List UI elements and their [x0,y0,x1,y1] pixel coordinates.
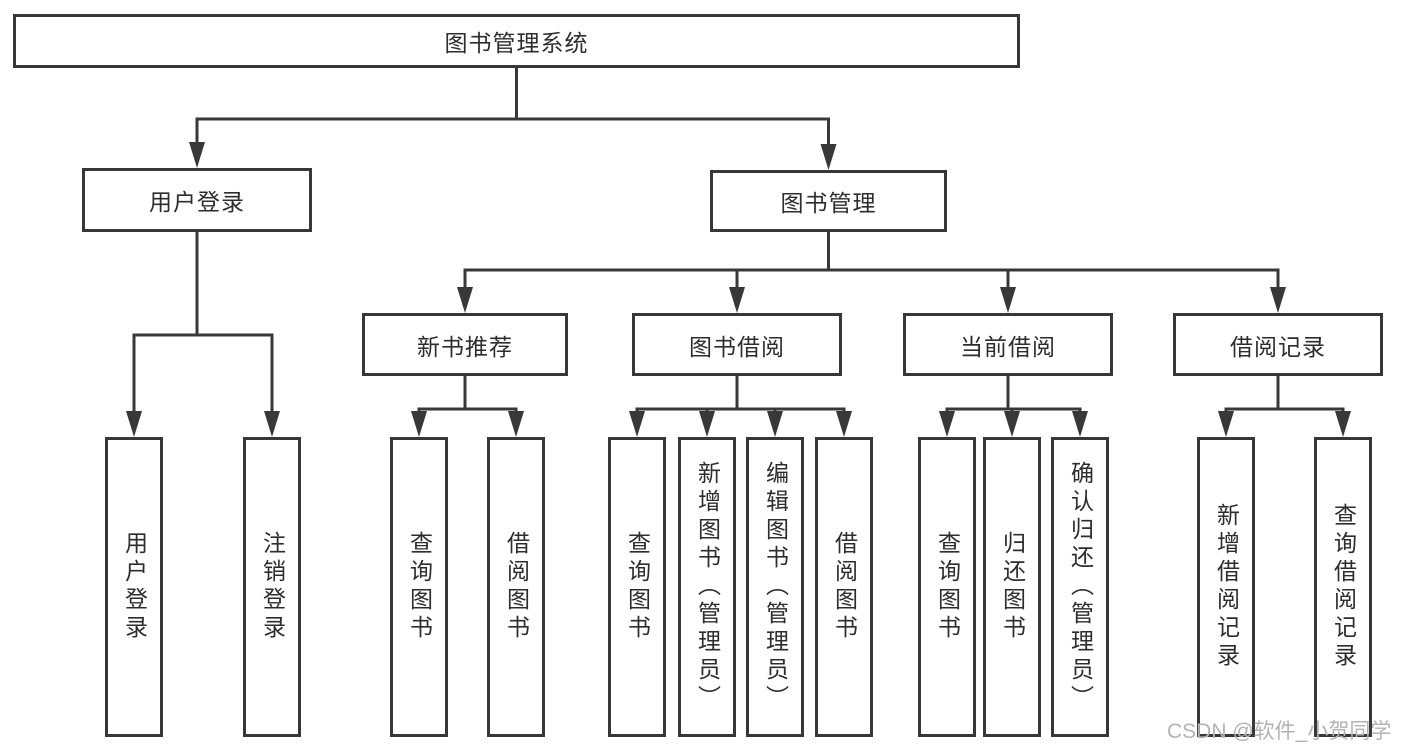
node-return-books: 归还图书 [983,437,1041,737]
node-add-borrow-record: 新增借阅记录 [1197,437,1255,737]
node-label: 查询图书 [624,531,651,643]
node-user-login: 用户登录 [82,168,312,232]
node-label: 注销登录 [259,531,286,643]
node-label: 查询图书 [406,531,433,643]
node-borrow-books-recommend: 借阅图书 [487,437,545,737]
node-label: 归还图书 [999,531,1026,643]
node-borrowing-records: 借阅记录 [1173,313,1383,376]
node-label: 用户登录 [149,189,245,215]
node-label: 编辑图书（管理员） [762,461,789,713]
node-user-login-leaf: 用户登录 [105,437,163,737]
node-library-management-system: 图书管理系统 [13,14,1020,68]
node-label: 查询借阅记录 [1330,503,1357,671]
node-current-borrowing: 当前借阅 [903,313,1113,376]
node-query-borrow-record: 查询借阅记录 [1314,437,1372,737]
node-label: 借阅记录 [1230,333,1326,360]
tree-branch-lines [132,68,1345,411]
node-edit-books-admin: 编辑图书（管理员） [746,437,804,737]
node-label: 确认归还（管理员） [1067,461,1094,713]
node-logout: 注销登录 [243,437,301,737]
node-label: 借阅图书 [831,531,858,643]
node-label: 图书管理 [780,190,877,216]
node-add-books-admin: 新增图书（管理员） [678,437,736,737]
node-label: 新增图书（管理员） [694,461,721,713]
node-book-management: 图书管理 [710,170,947,232]
node-new-book-recommend: 新书推荐 [362,313,568,376]
node-label: 图书借阅 [689,333,785,360]
node-confirm-return-admin: 确认归还（管理员） [1051,437,1109,737]
csdn-watermark: CSDN @软件_小贺同学 [1167,720,1392,743]
arrowheads [126,142,1351,437]
node-label: 新书推荐 [417,333,513,360]
node-label: 借阅图书 [503,531,530,643]
node-label: 图书管理系统 [444,30,589,56]
node-label: 用户登录 [121,531,148,643]
node-label: 当前借阅 [960,333,1056,360]
node-book-borrowing: 图书借阅 [632,313,842,376]
node-label: 查询图书 [934,531,961,643]
node-query-books-recommend: 查询图书 [390,437,448,737]
node-query-books-current: 查询图书 [918,437,976,737]
node-label: 新增借阅记录 [1213,503,1240,671]
node-query-books-borrowing: 查询图书 [608,437,666,737]
node-borrow-books-borrowing: 借阅图书 [815,437,873,737]
